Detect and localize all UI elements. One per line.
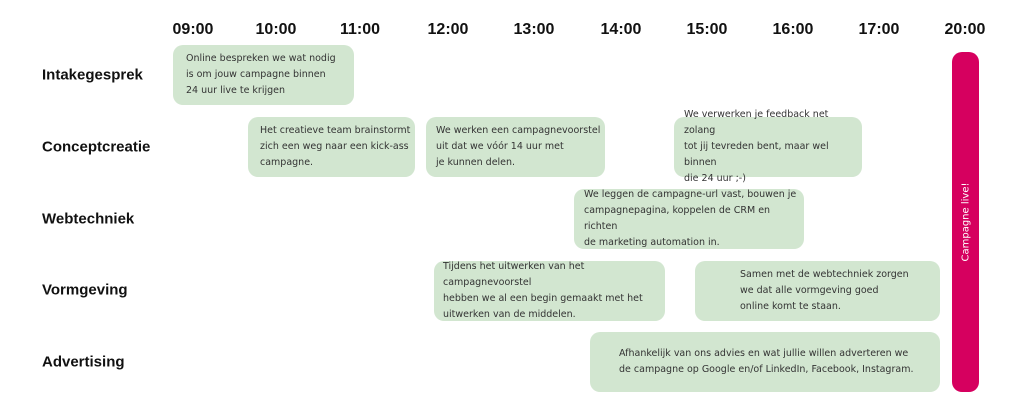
- task-box: We leggen de campagne-url vast, bouwen j…: [574, 189, 804, 249]
- row-label-intakegesprek: Intakegesprek: [42, 66, 143, 84]
- task-text: We leggen de campagne-url vast, bouwen j…: [584, 189, 797, 248]
- campaign-live-milestone: Campagne live!: [952, 52, 979, 392]
- row-label-vormgeving: Vormgeving: [42, 281, 128, 299]
- hour-label: 20:00: [944, 21, 986, 38]
- task-box: Samen met de webtechniek zorgen we dat a…: [695, 261, 940, 321]
- row-label-advertising: Advertising: [42, 353, 125, 371]
- task-box: We werken een campagnevoorstel uit dat w…: [426, 117, 605, 177]
- hour-label: 13:00: [513, 21, 555, 38]
- task-box: Afhankelijk van ons advies en wat jullie…: [590, 332, 940, 392]
- row-label-webtechniek: Webtechniek: [42, 210, 135, 228]
- task-text: We werken een campagnevoorstel uit dat w…: [436, 125, 601, 168]
- row-label-conceptcreatie: Conceptcreatie: [42, 138, 151, 156]
- hour-label: 14:00: [600, 21, 642, 38]
- hour-label: 11:00: [339, 21, 381, 38]
- hour-label: 10:00: [255, 21, 297, 38]
- task-text: Het creatieve team brainstormt zich een …: [260, 125, 411, 168]
- hour-label: 15:00: [686, 21, 728, 38]
- task-text: We verwerken je feedback net zolang tot …: [684, 109, 829, 184]
- hour-label: 16:00: [772, 21, 814, 38]
- milestone-label: Campagne live!: [960, 182, 971, 262]
- task-box: Het creatieve team brainstormt zich een …: [248, 117, 415, 177]
- hour-label: 17:00: [858, 21, 900, 38]
- hour-label: 12:00: [427, 21, 469, 38]
- task-text: Samen met de webtechniek zorgen we dat a…: [740, 269, 909, 312]
- task-box: Online bespreken we wat nodig is om jouw…: [173, 45, 354, 105]
- hour-label: 09:00: [172, 21, 214, 38]
- task-text: Online bespreken we wat nodig is om jouw…: [186, 53, 336, 96]
- task-text: Afhankelijk van ons advies en wat jullie…: [619, 348, 914, 375]
- task-box: We verwerken je feedback net zolang tot …: [674, 109, 862, 184]
- task-text: Tijdens het uitwerken van het campagnevo…: [443, 261, 643, 320]
- task-box: Tijdens het uitwerken van het campagnevo…: [434, 261, 665, 321]
